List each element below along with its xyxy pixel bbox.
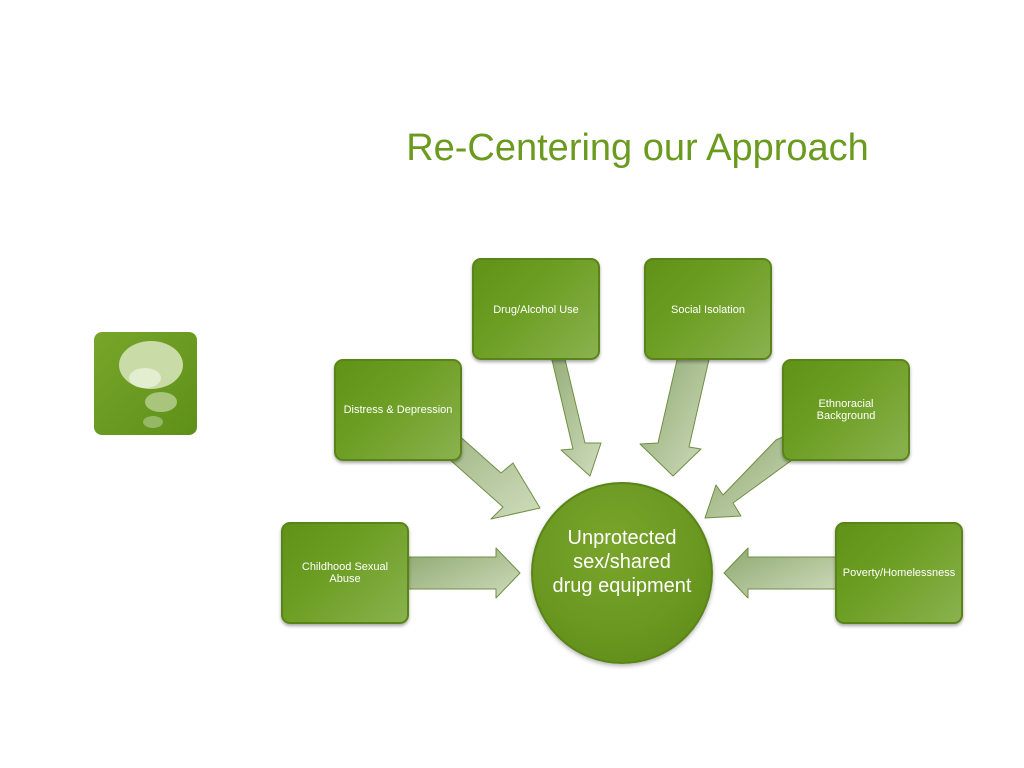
node-label: Ethnoracial Background	[816, 398, 876, 422]
center-node-label: Unprotected sex/shared drug equipment	[552, 527, 692, 597]
node-distress-depression: Distress & Depression	[334, 359, 462, 461]
node-label: Social Isolation	[671, 304, 745, 316]
node-drug-alcohol-use: Drug/Alcohol Use	[472, 258, 600, 360]
arrow-ethnoracial-background	[704, 435, 804, 519]
thought-bubble-icon	[94, 332, 197, 435]
center-node: Unprotected sex/shared drug equipment	[531, 482, 713, 664]
node-poverty-homelessness: Poverty/Homelessness	[835, 522, 963, 624]
arrow-drug-alcohol-use	[535, 354, 602, 477]
node-label: Distress & Depression	[343, 404, 453, 416]
node-ethnoracial-background: Ethnoracial Background	[782, 359, 910, 461]
node-label: Childhood Sexual Abuse	[301, 561, 389, 585]
node-label: Poverty/Homelessness	[842, 567, 956, 579]
arrow-poverty-homelessness	[723, 547, 837, 599]
arrow-childhood-sexual-abuse	[407, 547, 521, 599]
node-label: Drug/Alcohol Use	[493, 304, 579, 316]
node-childhood-sexual-abuse: Childhood Sexual Abuse	[281, 522, 409, 624]
node-social-isolation: Social Isolation	[644, 258, 772, 360]
slide-title: Re-Centering our Approach	[406, 127, 869, 169]
arrow-social-isolation	[639, 354, 711, 477]
